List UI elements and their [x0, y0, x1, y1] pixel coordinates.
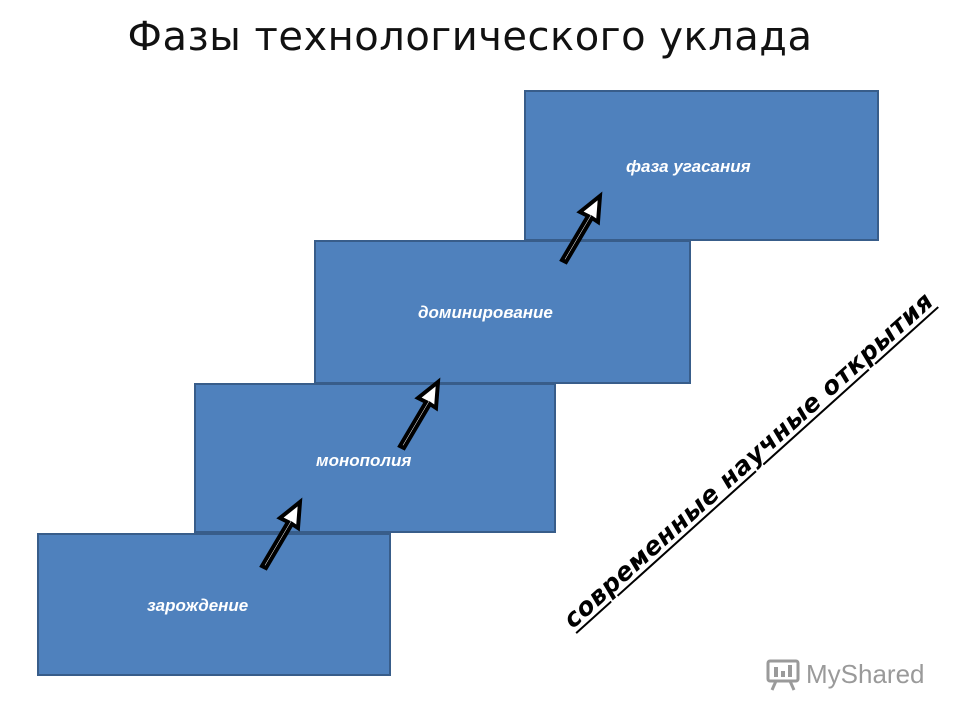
step-label: фаза угасания	[626, 157, 751, 176]
step-label: зарождение	[147, 596, 249, 615]
step-box-decline: фаза угасания	[524, 90, 879, 241]
watermark-logo: MyShared	[766, 655, 925, 693]
step-label: доминирование	[418, 303, 553, 322]
arrow-up-right-icon	[397, 377, 441, 451]
arrow-up-right-icon	[559, 191, 603, 265]
step-box-dominance: доминирование	[314, 240, 691, 384]
page-title: Фазы технологического уклада	[127, 14, 813, 60]
step-box-monopoly: монополия	[194, 383, 556, 533]
presentation-board-icon	[766, 659, 800, 691]
watermark-text: MyShared	[806, 658, 925, 689]
arrow-up-right-icon	[259, 497, 303, 571]
step-box-origin: зарождение	[37, 533, 391, 676]
step-label: монополия	[316, 451, 412, 470]
